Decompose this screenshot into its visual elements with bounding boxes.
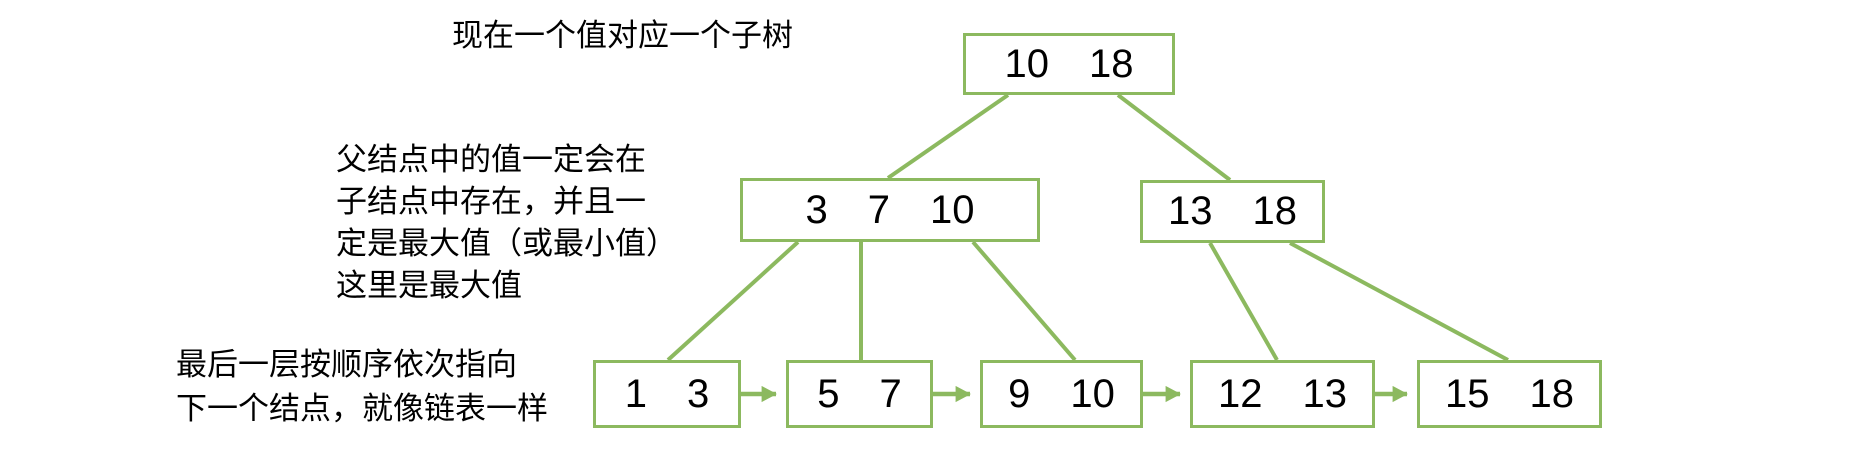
node-value: 13 <box>1302 371 1348 416</box>
node-value: 15 <box>1445 371 1490 416</box>
node-value: 10 <box>1004 41 1050 86</box>
annotation-top: 现在一个值对应一个子树 <box>452 16 793 56</box>
annotation-line: 这里是最大值 <box>336 268 522 303</box>
node-value: 1 <box>624 371 647 416</box>
parent-child-edge <box>971 240 1077 362</box>
parent-child-edge <box>1116 93 1232 182</box>
annotation-line: 现在一个值对应一个子树 <box>452 18 793 53</box>
node-value: 13 <box>1168 189 1213 233</box>
annotation-bottom-left: 最后一层按顺序依次指向下一个结点，就像链表一样 <box>176 343 548 431</box>
node-value: 18 <box>1252 189 1298 233</box>
node-value: 18 <box>1089 41 1134 86</box>
parent-child-edge <box>1289 241 1509 362</box>
node-value: 3 <box>687 371 710 416</box>
annotation-line: 子结点中存在，并且一 <box>336 184 646 219</box>
annotation-line: 定是最大值（或最小值） <box>336 226 677 261</box>
node-value: 5 <box>817 371 840 416</box>
node-value: 7 <box>867 187 890 232</box>
tree-node-leaf-4: 12 13 <box>1190 360 1375 428</box>
annotation-line: 最后一层按顺序依次指向 <box>176 347 517 382</box>
tree-node-leaf-3: 9 10 <box>980 360 1143 428</box>
parent-child-edge <box>886 93 1010 180</box>
node-value: 9 <box>1008 371 1031 416</box>
annotation-middle-left: 父结点中的值一定会在子结点中存在，并且一定是最大值（或最小值） 这里是最大值 <box>336 139 677 307</box>
node-value: 10 <box>930 187 975 232</box>
tree-node-root: 10 18 <box>963 33 1175 95</box>
node-value: 10 <box>1070 371 1115 416</box>
node-value: 7 <box>879 371 902 416</box>
node-value: 12 <box>1218 371 1263 416</box>
node-value: 18 <box>1529 371 1575 416</box>
annotation-line: 父结点中的值一定会在 <box>336 142 646 177</box>
annotation-line: 下一个结点，就像链表一样 <box>176 391 548 426</box>
tree-node-internal-right: 13 18 <box>1140 180 1325 243</box>
parent-child-edge <box>666 240 800 362</box>
node-value: 3 <box>805 187 828 232</box>
parent-child-edge <box>1208 242 1279 361</box>
